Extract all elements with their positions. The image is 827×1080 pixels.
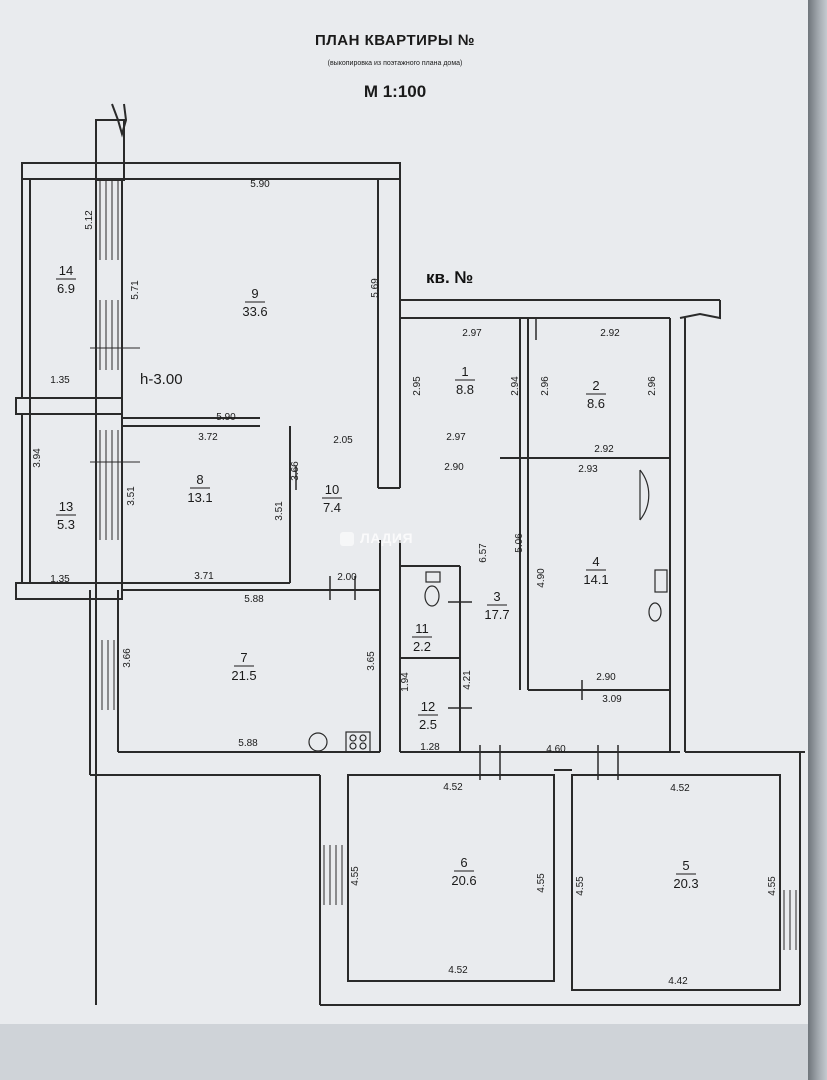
dimension-label: 3.65	[366, 651, 377, 671]
room-area: 17.7	[484, 607, 509, 622]
room-area: 20.3	[673, 876, 698, 891]
room-area: 2.2	[413, 639, 431, 654]
room-area: 6.9	[57, 281, 75, 296]
room-number: 12	[421, 699, 435, 714]
room-area: 8.8	[456, 382, 474, 397]
dimension-label: 2.92	[594, 444, 614, 455]
chimney-shaft	[95, 119, 125, 181]
room-area: 5.3	[57, 517, 75, 532]
top-wall	[21, 162, 401, 180]
dimension-label: 2.94	[510, 376, 521, 396]
room-area: 21.5	[231, 668, 256, 683]
plan-scale: М 1:100	[363, 82, 427, 101]
dimension-label: 4.55	[536, 873, 547, 893]
room-area: 13.1	[187, 490, 212, 505]
dimension-label: 5.88	[238, 738, 258, 749]
document-binding-edge	[808, 0, 827, 1080]
room-area: 2.5	[419, 717, 437, 732]
dimension-label: 2.00	[337, 572, 357, 583]
room-number: 13	[59, 499, 73, 514]
room-number: 9	[251, 286, 258, 301]
plan-title: ПЛАН КВАРТИРЫ №	[314, 32, 476, 49]
dimension-label: 4.55	[575, 876, 586, 896]
dimension-label: 2.97	[446, 432, 466, 443]
room-area: 8.6	[587, 396, 605, 411]
dimension-label: 2.96	[540, 376, 551, 396]
dimension-label: 3.71	[194, 571, 214, 582]
dimension-label: 4.55	[350, 866, 361, 886]
dimension-label: 4.52	[670, 783, 690, 794]
dimension-label: 3.66	[290, 461, 301, 481]
room-number: 1	[461, 364, 468, 379]
dimension-label: 4.52	[448, 965, 468, 976]
dimension-label: 5.06	[514, 533, 525, 553]
room-number: 11	[415, 621, 429, 636]
room-5-outline	[571, 774, 781, 991]
room-number: 4	[592, 554, 599, 569]
room-number: 7	[240, 650, 247, 665]
dimension-label: 2.95	[412, 376, 423, 396]
dimension-label: 2.97	[462, 328, 482, 339]
dimension-label: 2.90	[444, 462, 464, 473]
dimension-label: 2.05	[333, 435, 353, 446]
dimension-label: 4.21	[462, 670, 473, 690]
dimension-label: 5.71	[130, 280, 141, 300]
plan-sheet	[0, 0, 808, 1024]
room-area: 33.6	[242, 304, 267, 319]
apartment-label: кв. №	[426, 268, 474, 287]
dimension-label: 4.90	[536, 568, 547, 588]
dimension-label: 4.52	[443, 782, 463, 793]
walls	[15, 103, 805, 1006]
room-6-outline	[347, 774, 555, 982]
dimension-label: 3.09	[602, 694, 622, 705]
wall-13-7	[15, 582, 123, 600]
watermark-logo-icon	[340, 532, 354, 546]
ceiling-height-label: h-3.00	[140, 371, 183, 388]
dimension-label: 4.55	[767, 876, 778, 896]
dimension-label: 1.35	[50, 574, 70, 585]
room-area: 7.4	[323, 500, 341, 515]
room-number: 14	[59, 263, 73, 278]
room-number: 6	[460, 855, 467, 870]
dimension-label: 2.90	[596, 672, 616, 683]
dimension-label: 3.51	[126, 486, 137, 506]
dimension-label: 1.94	[400, 672, 411, 692]
room-number: 3	[493, 589, 500, 604]
dimension-label: 2.93	[578, 464, 598, 475]
dimension-label: 5.90	[216, 412, 236, 423]
wall-13-14	[15, 397, 123, 415]
plan-subtitle: (выкопировка из поэтажного плана дома)	[327, 60, 463, 67]
dimension-label: 5.69	[370, 278, 381, 298]
room-number: 5	[682, 858, 689, 873]
dimension-label: 2.92	[600, 328, 620, 339]
dimension-label: 5.12	[84, 210, 95, 230]
dimension-label: 1.28	[420, 742, 440, 753]
dimension-label: 5.88	[244, 594, 264, 605]
room-area: 20.6	[451, 873, 476, 888]
dimension-label: 4.60	[546, 744, 566, 755]
plan-labels: 1 8.8 2 8.6 3 17.7 4 14.1 5 20.3 6 20.6 7 21.5 8 13.1 9 3…	[32, 179, 778, 987]
dimension-label: 3.94	[32, 448, 43, 468]
room-number: 10	[325, 482, 339, 497]
dimension-label: 4.42	[668, 976, 688, 987]
dimension-label: 1.35	[50, 375, 70, 386]
watermark: ЛАДИЯ	[360, 530, 414, 546]
dimension-label: 5.90	[250, 179, 270, 190]
room-number: 2	[592, 378, 599, 393]
dimension-label: 3.51	[274, 501, 285, 521]
dimension-label: 2.96	[647, 376, 658, 396]
dimension-label: 3.66	[122, 648, 133, 668]
dimension-label: 6.57	[478, 543, 489, 563]
room-area: 14.1	[583, 572, 608, 587]
room-number: 8	[196, 472, 203, 487]
dimension-label: 3.72	[198, 432, 218, 443]
